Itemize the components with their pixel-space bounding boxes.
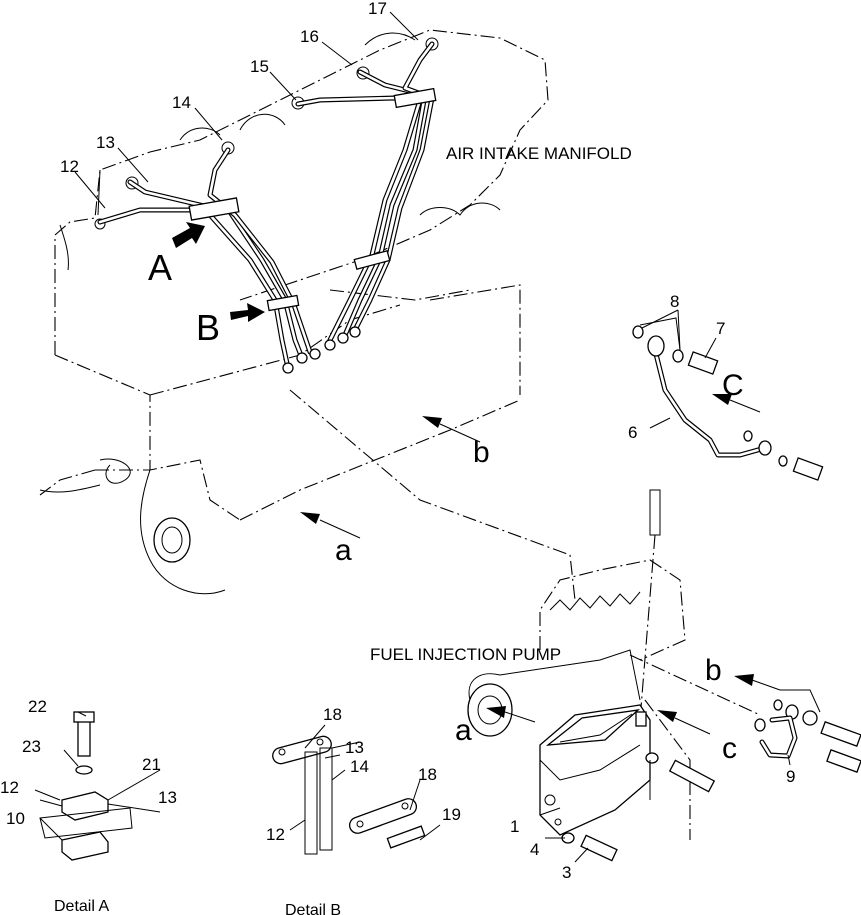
detail-a-callout-21: 21 — [142, 755, 161, 774]
engine-outline — [39, 29, 576, 601]
pump-fasteners — [561, 689, 861, 862]
detail-a-callout-12: 12 — [0, 778, 19, 797]
ref-b-lower-label: b — [705, 654, 722, 687]
detail-b-callout-18-bottom: 18 — [418, 765, 437, 784]
view-c-lower-label: c — [722, 732, 737, 765]
flywheel-housing — [140, 469, 226, 595]
callout-3: 3 — [562, 863, 571, 882]
view-arrow-a — [172, 222, 205, 248]
ref-arrows — [300, 394, 781, 735]
callout-9: 9 — [786, 767, 795, 786]
view-a-label: A — [148, 247, 172, 288]
ref-a-lower-label: a — [455, 714, 472, 747]
fuel-injection-pump-label: FUEL INJECTION PUMP — [370, 645, 561, 664]
detail-a-callout-23: 23 — [22, 737, 41, 756]
callout-14: 14 — [172, 93, 191, 112]
detail-a-callout-10: 10 — [6, 809, 25, 828]
detail-b-callout-14: 14 — [350, 757, 369, 776]
detail-a-drawing — [39, 711, 161, 861]
ref-b-upper-label: b — [473, 436, 490, 469]
detail-b-caption: Detail B — [285, 902, 341, 915]
view-arrows — [172, 222, 265, 322]
detail-b-callout-12: 12 — [266, 825, 285, 844]
detail-a-callout-13: 13 — [158, 788, 177, 807]
callout-12: 12 — [60, 157, 79, 176]
callout-4: 4 — [530, 840, 539, 859]
pump-bracket — [539, 704, 651, 836]
ref-a-upper-label: a — [335, 534, 352, 567]
detail-b-drawing — [272, 735, 426, 855]
callout-16: 16 — [300, 27, 319, 46]
detail-a-callout-22: 22 — [28, 697, 47, 716]
return-pipe-6 — [632, 317, 824, 481]
view-b-label: B — [196, 307, 220, 348]
callout-8: 8 — [670, 292, 679, 311]
fuel-injection-pump — [467, 489, 761, 840]
leader-lines — [34, 11, 791, 863]
callout-7: 7 — [716, 319, 725, 338]
view-arrow-b — [230, 303, 265, 322]
callout-17: 17 — [368, 0, 387, 18]
detail-a-caption: Detail A — [54, 898, 109, 915]
view-c-upper-label: C — [722, 369, 744, 402]
detail-b-callout-13: 13 — [345, 738, 364, 757]
air-intake-manifold-label: AIR INTAKE MANIFOLD — [446, 144, 632, 163]
callout-1: 1 — [510, 817, 519, 836]
injection-pipes — [97, 41, 437, 374]
detail-b-callout-18-top: 18 — [323, 705, 342, 724]
callout-13: 13 — [96, 133, 115, 152]
injector-bosses — [94, 37, 439, 230]
callout-15: 15 — [250, 57, 269, 76]
detail-b-callout-19: 19 — [442, 805, 461, 824]
callout-6: 6 — [628, 423, 637, 442]
